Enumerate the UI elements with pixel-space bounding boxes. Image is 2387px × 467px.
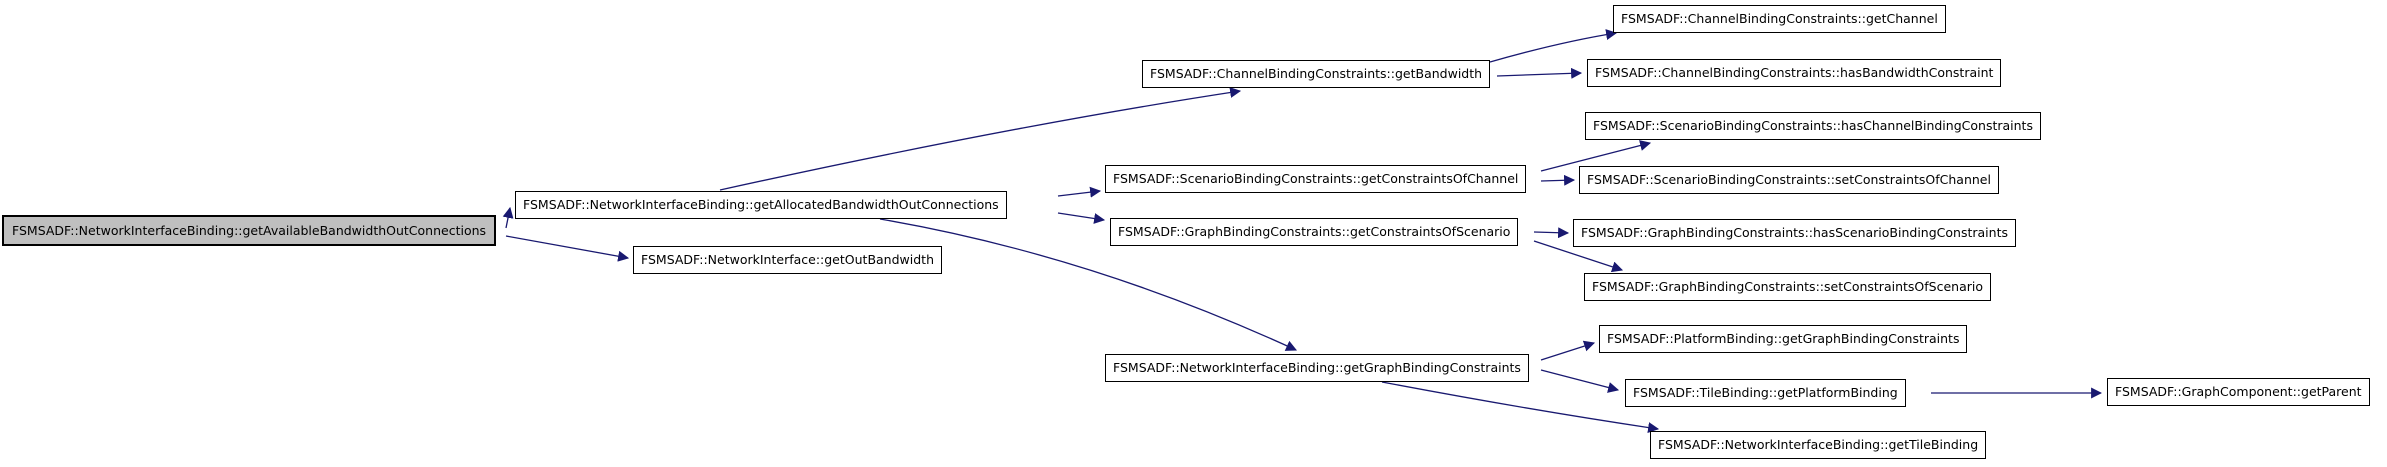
node-get-available-bandwidth-out-connections[interactable]: FSMSADF::NetworkInterfaceBinding::getAva… bbox=[2, 215, 497, 246]
node-set-constraints-of-channel[interactable]: FSMSADF::ScenarioBindingConstraints::set… bbox=[1579, 166, 1999, 194]
edge-get-constraints-of-channel-to-set-constraints-of-channel bbox=[1540, 174, 1576, 186]
edge-nib-ggbc-to-get-platform-binding bbox=[1540, 369, 1620, 393]
node-set-constraints-of-scenario[interactable]: FSMSADF::GraphBindingConstraints::setCon… bbox=[1584, 273, 1991, 301]
edge-allocated-to-get-bandwidth bbox=[719, 87, 1242, 191]
edge-get-bandwidth-to-has-bandwidth-constraint bbox=[1496, 67, 1583, 79]
edge-get-constraints-of-scenario-to-set-constraints-of-scenario bbox=[1533, 240, 1624, 273]
node-nib-get-graph-binding-constraints[interactable]: FSMSADF::NetworkInterfaceBinding::getGra… bbox=[1105, 354, 1529, 382]
node-has-scenario-binding-constraints[interactable]: FSMSADF::GraphBindingConstraints::hasSce… bbox=[1573, 219, 2016, 247]
node-get-platform-binding[interactable]: FSMSADF::TileBinding::getPlatformBinding bbox=[1625, 379, 1906, 407]
edge-allocated-to-get-constraints-of-scenario bbox=[1057, 212, 1106, 224]
edge-nib-ggbc-to-platform-binding-ggbc bbox=[1540, 340, 1596, 361]
node-get-allocated-bandwidth-out-connections[interactable]: FSMSADF::NetworkInterfaceBinding::getAll… bbox=[515, 191, 1007, 219]
node-get-tile-binding[interactable]: FSMSADF::NetworkInterfaceBinding::getTil… bbox=[1650, 431, 1987, 459]
node-get-bandwidth[interactable]: FSMSADF::ChannelBindingConstraints::getB… bbox=[1142, 60, 1491, 88]
edge-available-to-get-out-bandwidth bbox=[505, 235, 630, 262]
edge-nib-ggbc-to-get-tile-binding bbox=[1381, 381, 1660, 433]
node-has-channel-binding-constraints[interactable]: FSMSADF::ScenarioBindingConstraints::has… bbox=[1585, 112, 2041, 140]
edge-allocated-to-get-constraints-of-channel bbox=[1057, 186, 1102, 198]
edge-allocated-to-get-graph-binding-constraints bbox=[879, 218, 1297, 351]
node-platform-binding-get-graph-binding-constraints[interactable]: FSMSADF::PlatformBinding::getGraphBindin… bbox=[1599, 325, 1968, 353]
node-has-bandwidth-constraint[interactable]: FSMSADF::ChannelBindingConstraints::hasB… bbox=[1587, 59, 2002, 87]
edge-get-constraints-of-scenario-to-has-scenario-binding-constraints bbox=[1533, 227, 1570, 239]
edge-available-to-allocated bbox=[502, 206, 514, 229]
node-get-constraints-of-channel[interactable]: FSMSADF::ScenarioBindingConstraints::get… bbox=[1105, 165, 1527, 193]
node-get-channel[interactable]: FSMSADF::ChannelBindingConstraints::getC… bbox=[1613, 5, 1946, 33]
node-get-parent[interactable]: FSMSADF::GraphComponent::getParent bbox=[2107, 378, 2370, 406]
edge-get-bandwidth-to-get-channel bbox=[1489, 29, 1618, 63]
node-get-out-bandwidth[interactable]: FSMSADF::NetworkInterface::getOutBandwid… bbox=[633, 246, 942, 274]
node-get-constraints-of-scenario[interactable]: FSMSADF::GraphBindingConstraints::getCon… bbox=[1110, 218, 1519, 246]
edge-get-constraints-of-channel-to-has-channel-binding-constraints bbox=[1540, 140, 1652, 172]
